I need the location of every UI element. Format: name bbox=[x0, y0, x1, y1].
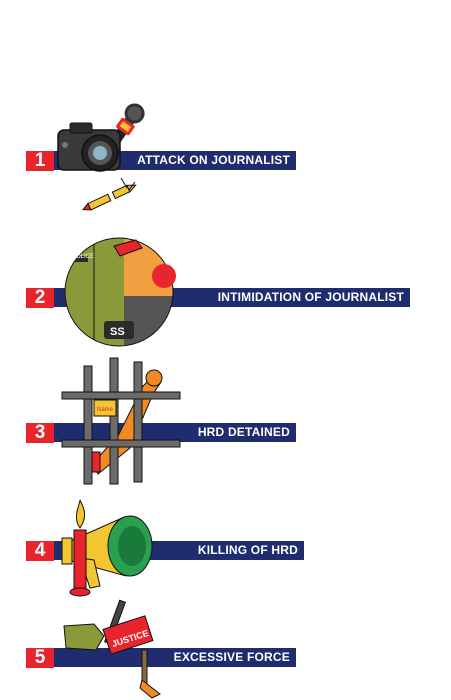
megaphone-candle-icon bbox=[61, 499, 153, 597]
police-threatening-journalist-icon: POLICE SS bbox=[64, 237, 176, 347]
item-number: 3 bbox=[26, 423, 54, 443]
svg-text:Name: Name bbox=[97, 407, 114, 413]
svg-text:POLICE: POLICE bbox=[72, 254, 94, 260]
prison-bars-icon: Name bbox=[61, 357, 181, 485]
svg-text:SS: SS bbox=[110, 326, 125, 338]
camera-microphone-pencil-icon bbox=[57, 103, 145, 211]
item-number: 5 bbox=[26, 648, 54, 668]
baton-justice-sign-icon: JUSTICE bbox=[63, 599, 161, 699]
item-number: 2 bbox=[26, 288, 54, 308]
item-number: 1 bbox=[26, 151, 54, 171]
item-number: 4 bbox=[26, 541, 54, 561]
